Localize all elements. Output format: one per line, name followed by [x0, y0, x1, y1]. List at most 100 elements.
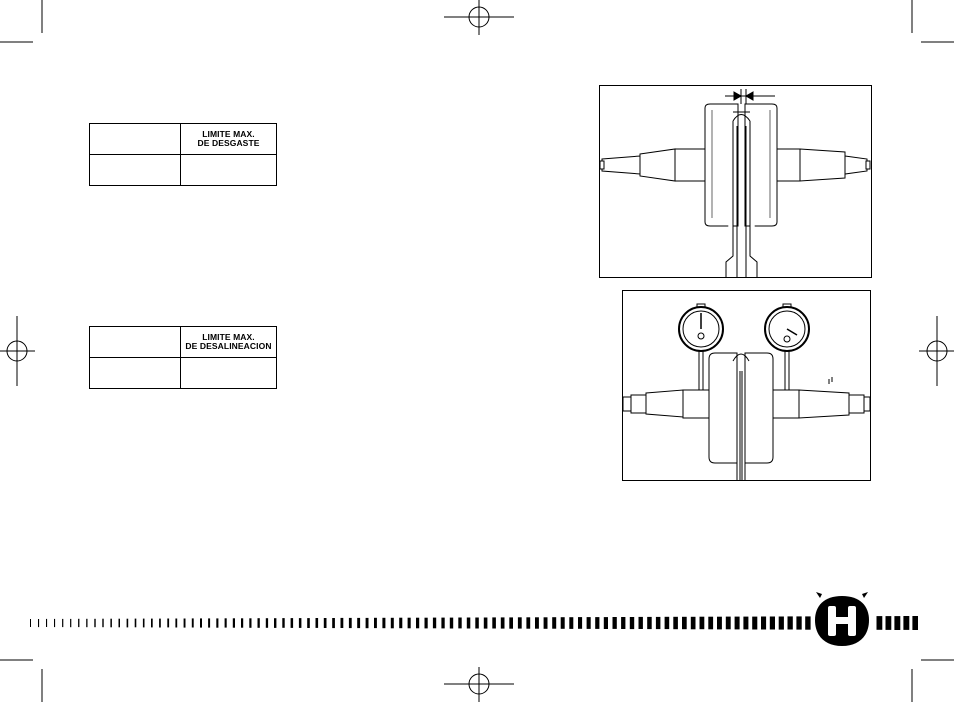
- tick-mark: [699, 616, 705, 630]
- tick-mark: [241, 618, 244, 628]
- tick-mark: [424, 617, 428, 629]
- tick-mark: [458, 617, 462, 629]
- tick-mark: [357, 617, 361, 629]
- tick-mark: [903, 616, 910, 630]
- tick-mark: [603, 617, 608, 629]
- wear-table-value-right: [180, 154, 277, 186]
- tick-mark: [664, 616, 670, 630]
- tick-mark: [416, 617, 420, 629]
- tick-mark: [569, 617, 574, 629]
- tick-mark: [110, 618, 112, 628]
- tick-mark: [449, 617, 454, 629]
- tick-mark: [517, 617, 522, 629]
- tick-mark: [282, 618, 285, 628]
- tick-mark: [78, 618, 80, 628]
- tick-mark: [466, 617, 471, 629]
- husqvarna-h-logo-icon: [815, 592, 869, 646]
- tick-mark: [298, 618, 302, 628]
- tick-mark: [315, 618, 319, 628]
- tick-mark: [249, 618, 252, 628]
- tick-mark: [787, 616, 793, 630]
- tick-mark: [655, 616, 661, 630]
- tick-mark: [682, 616, 687, 630]
- tick-mark: [126, 618, 129, 628]
- tick-mark: [552, 617, 557, 629]
- tick-mark: [432, 617, 437, 629]
- tick-mark: [708, 616, 714, 630]
- wear-table-header-right: LIMITE MAX. DE DESGASTE: [180, 123, 277, 155]
- tick-mark: [912, 616, 918, 630]
- crankshaft-alignment-figure: [622, 290, 871, 481]
- tick-mark: [232, 618, 235, 628]
- crankshaft-dial-gauge-alignment-illustration-icon: [623, 303, 870, 480]
- tick-mark: [578, 617, 583, 629]
- crankshaft-gap-measurement-illustration-icon: [600, 89, 871, 277]
- tick-mark: [560, 617, 565, 629]
- tick-mark: [348, 617, 352, 629]
- tick-mark: [382, 617, 386, 629]
- tick-mark: [778, 616, 784, 630]
- tick-mark: [274, 618, 277, 628]
- tick-mark: [365, 617, 369, 629]
- tick-mark: [70, 618, 72, 628]
- tick-mark: [118, 618, 120, 628]
- tick-mark: [796, 616, 802, 630]
- tick-mark: [526, 617, 531, 629]
- tick-mark: [876, 616, 883, 630]
- tick-mark: [191, 618, 194, 628]
- tick-mark: [167, 618, 170, 628]
- tick-mark: [151, 618, 153, 628]
- tick-mark: [492, 617, 496, 629]
- tick-mark: [621, 617, 626, 629]
- tick-mark: [805, 616, 811, 630]
- misalign-table-header-line1: LIMITE MAX.: [202, 332, 255, 342]
- misalign-table-header-line2: DE DESALINEACION: [185, 341, 272, 351]
- tick-mark: [208, 618, 211, 628]
- tick-mark: [323, 618, 327, 628]
- tick-mark: [894, 616, 901, 630]
- tick-mark: [629, 617, 635, 630]
- tick-mark: [265, 618, 269, 628]
- tick-mark: [690, 616, 696, 630]
- tick-mark: [216, 618, 219, 628]
- tick-mark: [30, 619, 31, 627]
- wear-table-header-line2: DE DESGASTE: [197, 138, 260, 148]
- tick-mark: [638, 616, 643, 629]
- tick-mark: [290, 618, 294, 628]
- tick-mark: [94, 618, 96, 628]
- tick-mark: [142, 618, 145, 628]
- tick-mark: [769, 616, 775, 630]
- tick-mark: [734, 616, 740, 630]
- tick-mark: [673, 616, 678, 630]
- tick-mark: [500, 617, 505, 629]
- wear-table-header-line1: LIMITE MAX.: [202, 129, 255, 139]
- tick-mark: [159, 618, 161, 628]
- tick-mark: [86, 618, 88, 628]
- tick-mark: [390, 617, 394, 629]
- tick-mark: [535, 617, 539, 629]
- tick-mark: [257, 618, 260, 628]
- tick-mark: [483, 617, 488, 629]
- tick-mark: [761, 616, 767, 630]
- misalign-table-value-right: [180, 357, 277, 389]
- tick-mark: [183, 618, 186, 628]
- tick-mark: [647, 616, 652, 630]
- tick-mark: [102, 618, 104, 628]
- misalign-table-value-left: [89, 357, 181, 389]
- tick-mark: [340, 617, 344, 628]
- tick-mark: [612, 617, 617, 629]
- footer-tick-bar: [30, 616, 918, 630]
- wear-limit-table: LIMITE MAX. DE DESGASTE: [89, 123, 277, 186]
- tick-mark: [717, 616, 722, 630]
- tick-mark: [62, 618, 64, 628]
- tick-mark: [332, 618, 335, 629]
- tick-mark: [175, 618, 178, 628]
- tick-mark: [743, 616, 749, 630]
- tick-mark: [38, 619, 40, 628]
- tick-mark: [509, 617, 513, 629]
- crankshaft-gap-figure: [599, 85, 872, 278]
- tick-mark: [46, 618, 48, 627]
- tick-mark: [374, 617, 377, 629]
- wear-table-value-left: [89, 154, 181, 186]
